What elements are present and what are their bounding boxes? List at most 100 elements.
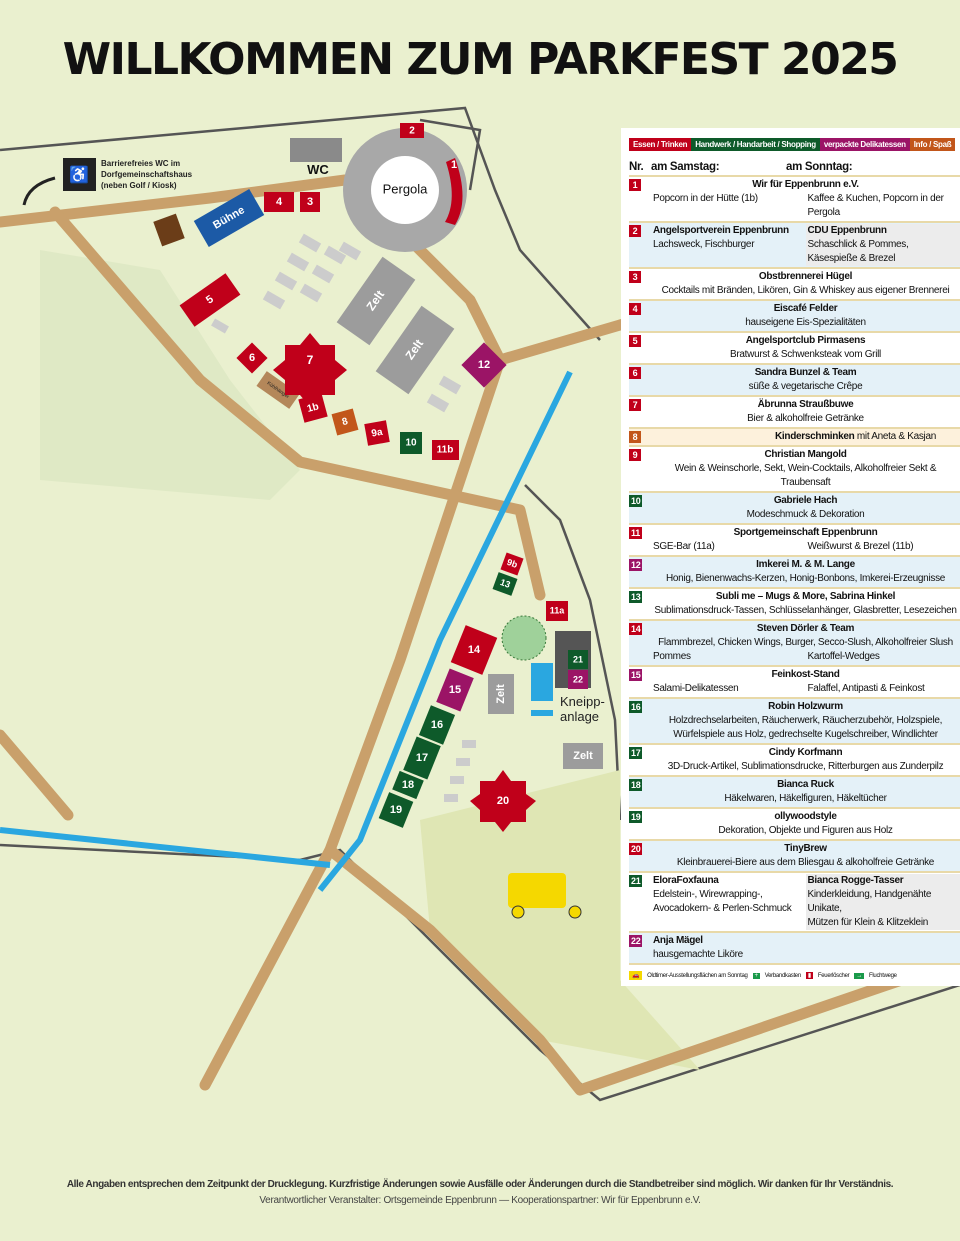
- stall-10: 10: [400, 432, 422, 454]
- brown-hut: [153, 213, 185, 247]
- stall-1b: 1b: [298, 393, 328, 423]
- pergola-center: [371, 156, 439, 224]
- legend-name: TinyBrew: [784, 843, 827, 854]
- legend-desc: 3D-Druck-Artikel, Sublimationsdrucke, Ri…: [667, 761, 944, 772]
- stall-number-badge: 18: [629, 779, 643, 791]
- legend-desc: hauseigene Eis-Spezialitäten: [745, 317, 866, 328]
- wc-note-2: Dorfgemeinschaftshaus: [101, 170, 193, 179]
- svg-text:3: 3: [307, 196, 313, 208]
- lawn: [420, 770, 700, 1070]
- legend-name: Imkerei M. & M. Lange: [756, 559, 855, 570]
- legend-name: Feinkost-Stand: [771, 669, 840, 680]
- svg-text:18: 18: [402, 779, 414, 791]
- extinguisher-label: Feuerlöscher: [817, 972, 850, 979]
- legend-desc: süße & vegetarische Crêpe: [748, 381, 863, 392]
- legend-split: Anja Mägel hausgemachte Liköre: [651, 934, 960, 962]
- saturday-desc: Edelstein-, Wirewrapping-,: [653, 889, 763, 900]
- tent-label: Zelt: [573, 750, 593, 762]
- legend-name: Steven Dörler & Team: [756, 623, 855, 634]
- svg-text:13: 13: [499, 577, 512, 590]
- svg-text:8: 8: [341, 416, 350, 428]
- stall-number-badge: 14: [629, 623, 643, 635]
- wc-note-3: (neben Golf / Kiosk): [101, 181, 177, 190]
- stall-number-badge: 3: [629, 271, 641, 283]
- first-aid-icon: +: [752, 972, 760, 979]
- oldtimer-label: Oldtimer-Ausstellungsflächen am Sonntag: [647, 972, 748, 979]
- sunday-desc: Kartoffel-Wedges: [807, 651, 880, 662]
- stalls[interactable]: 2 1 4 3 5 6 7 1b 8 9a 10 11b 12 9b 13 11…: [179, 123, 588, 832]
- disclaimer: Alle Angaben entsprechen dem Zeitpunkt d…: [66, 1179, 894, 1190]
- legend-header: Nr. am Samstag: am Sonntag:: [629, 159, 960, 177]
- stall-number-badge: 20: [629, 843, 643, 855]
- kneipp-pool-small: [531, 710, 553, 716]
- cooling-trailer: Kühlhänger: [256, 371, 300, 409]
- oldtimer-car-icon: [508, 873, 582, 919]
- svg-text:7: 7: [307, 353, 314, 367]
- legend-name: ollywoodstyle: [774, 811, 837, 822]
- minigolf-area: [40, 250, 300, 500]
- stall-11a: 11a: [546, 601, 568, 621]
- legend-name: Äbrunna Straußbuwe: [757, 399, 854, 410]
- svg-text:6: 6: [249, 352, 255, 364]
- category-3: Info / Spaß: [909, 138, 956, 151]
- svg-text:5: 5: [204, 293, 216, 306]
- stall-14: 14: [450, 625, 498, 675]
- sunday-desc: Kaffee & Kuchen, Popcorn in der Pergola: [807, 193, 944, 218]
- stall-number-badge: 6: [629, 367, 641, 379]
- oldtimer-icon: 🚗: [629, 971, 643, 980]
- sunday-desc: Weißwurst & Brezel (11b): [807, 541, 914, 552]
- svg-text:21: 21: [573, 654, 583, 664]
- sunday-name: CDU Eppenbrunn: [807, 225, 887, 236]
- saturday-name: Anja Mägel: [653, 935, 703, 946]
- benches: [211, 233, 476, 802]
- svg-text:20: 20: [497, 795, 509, 807]
- escape-label: Fluchtwege: [869, 972, 897, 979]
- stream: [0, 370, 573, 892]
- legend-desc: Bratwurst & Schwenksteak vom Grill: [730, 349, 881, 360]
- accessible-wc-icon: [63, 158, 96, 191]
- stall-2: 2: [400, 123, 424, 138]
- legend-split: SGE-Bar (11a)Weißwurst & Brezel (11b): [651, 540, 960, 554]
- stall-number-badge: 7: [629, 399, 641, 411]
- category-2: verpackte Delikatessen: [819, 138, 910, 151]
- saturday-desc: Lachsweck, Fischburger: [653, 239, 755, 250]
- stall-5: 5: [179, 273, 241, 327]
- stall-number-badge: 19: [629, 811, 643, 823]
- stall-15: 15: [436, 668, 474, 712]
- legend-desc: Häkelwaren, Häkelfiguren, Häkeltücher: [724, 793, 887, 804]
- svg-text:17: 17: [416, 752, 428, 764]
- stall-4: 4: [264, 192, 294, 212]
- header-sunday: am Sonntag:: [786, 161, 853, 173]
- legend-name: Sandra Bunzel & Team: [754, 367, 857, 378]
- stall-7: 7: [273, 333, 347, 407]
- svg-text:16: 16: [431, 719, 443, 731]
- svg-text:14: 14: [468, 644, 481, 656]
- svg-text:15: 15: [449, 684, 461, 696]
- sunday-name: Bianca Rogge-Tasser: [807, 875, 904, 886]
- svg-text:22: 22: [573, 674, 583, 684]
- legend-desc: Kleinbrauerei-Biere aus dem Bliesgau & a…: [676, 857, 935, 868]
- svg-text:19: 19: [390, 804, 402, 816]
- legend-name: Angelsportclub Pirmasens: [745, 335, 866, 346]
- wc-building: [290, 138, 342, 162]
- stall-13: 13: [492, 572, 518, 596]
- saturday-desc: hausgemachte Liköre: [653, 949, 743, 960]
- stall-1-arc[interactable]: [445, 158, 463, 225]
- legend-name: Christian Mangold: [764, 449, 847, 460]
